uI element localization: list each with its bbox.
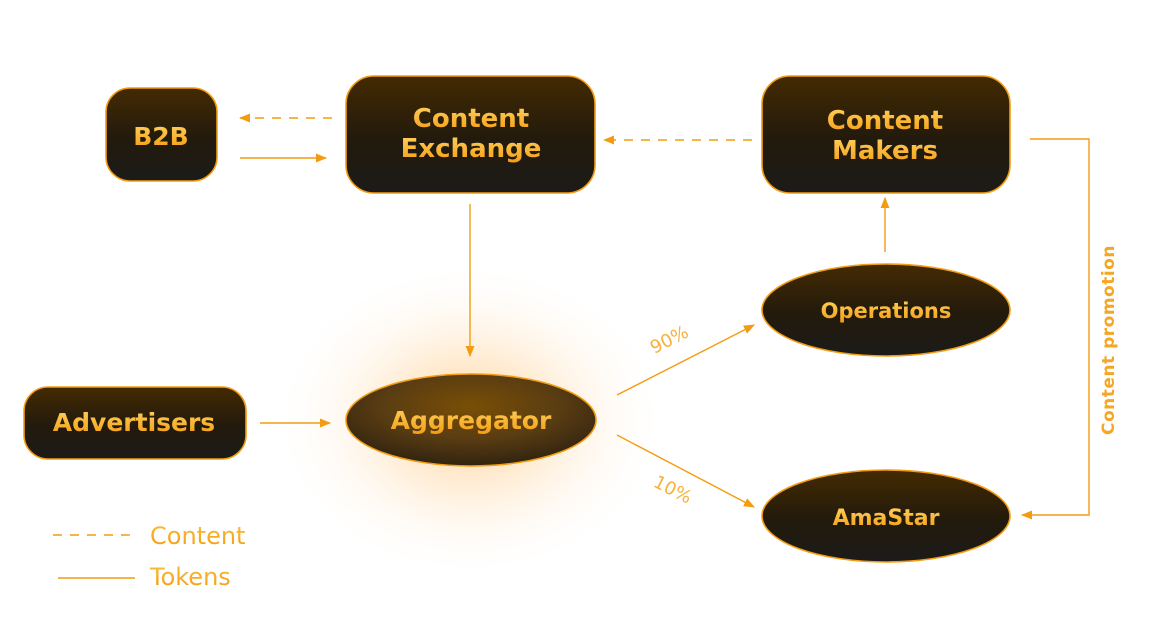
edge-content-makers-to-amastar [1020, 138, 1090, 520]
edge-label-content-promotion: Content promotion [1099, 245, 1119, 435]
node-amastar-label: AmaStar [833, 506, 940, 531]
node-b2b-label: B2B [133, 122, 189, 151]
node-content-makers-label-line2: Makers [832, 136, 938, 166]
node-content-exchange-label-line2: Exchange [401, 134, 542, 164]
edge-aggregator-to-amastar [616, 434, 755, 508]
edge-aggregator-to-operations [616, 324, 755, 396]
node-amastar[interactable]: AmaStar [761, 469, 1011, 563]
node-aggregator[interactable]: Aggregator [345, 373, 597, 467]
node-content-makers-label-line1: Content [827, 106, 943, 136]
node-content-exchange-label-line1: Content [413, 104, 529, 134]
legend-content-label: Content [150, 522, 245, 550]
legend: Content Tokens [53, 522, 245, 591]
node-b2b[interactable]: B2B [105, 87, 218, 182]
node-aggregator-label: Aggregator [391, 406, 552, 435]
node-operations-label: Operations [821, 299, 952, 323]
node-content-makers[interactable]: Content Makers [761, 75, 1011, 194]
node-advertisers-label: Advertisers [53, 408, 215, 437]
node-operations[interactable]: Operations [761, 263, 1011, 357]
legend-tokens-label: Tokens [149, 563, 231, 591]
edge-label-10-percent: 10% [650, 472, 695, 509]
edge-label-90-percent: 90% [647, 322, 692, 359]
node-content-exchange[interactable]: Content Exchange [345, 75, 596, 194]
node-advertisers[interactable]: Advertisers [23, 386, 247, 460]
